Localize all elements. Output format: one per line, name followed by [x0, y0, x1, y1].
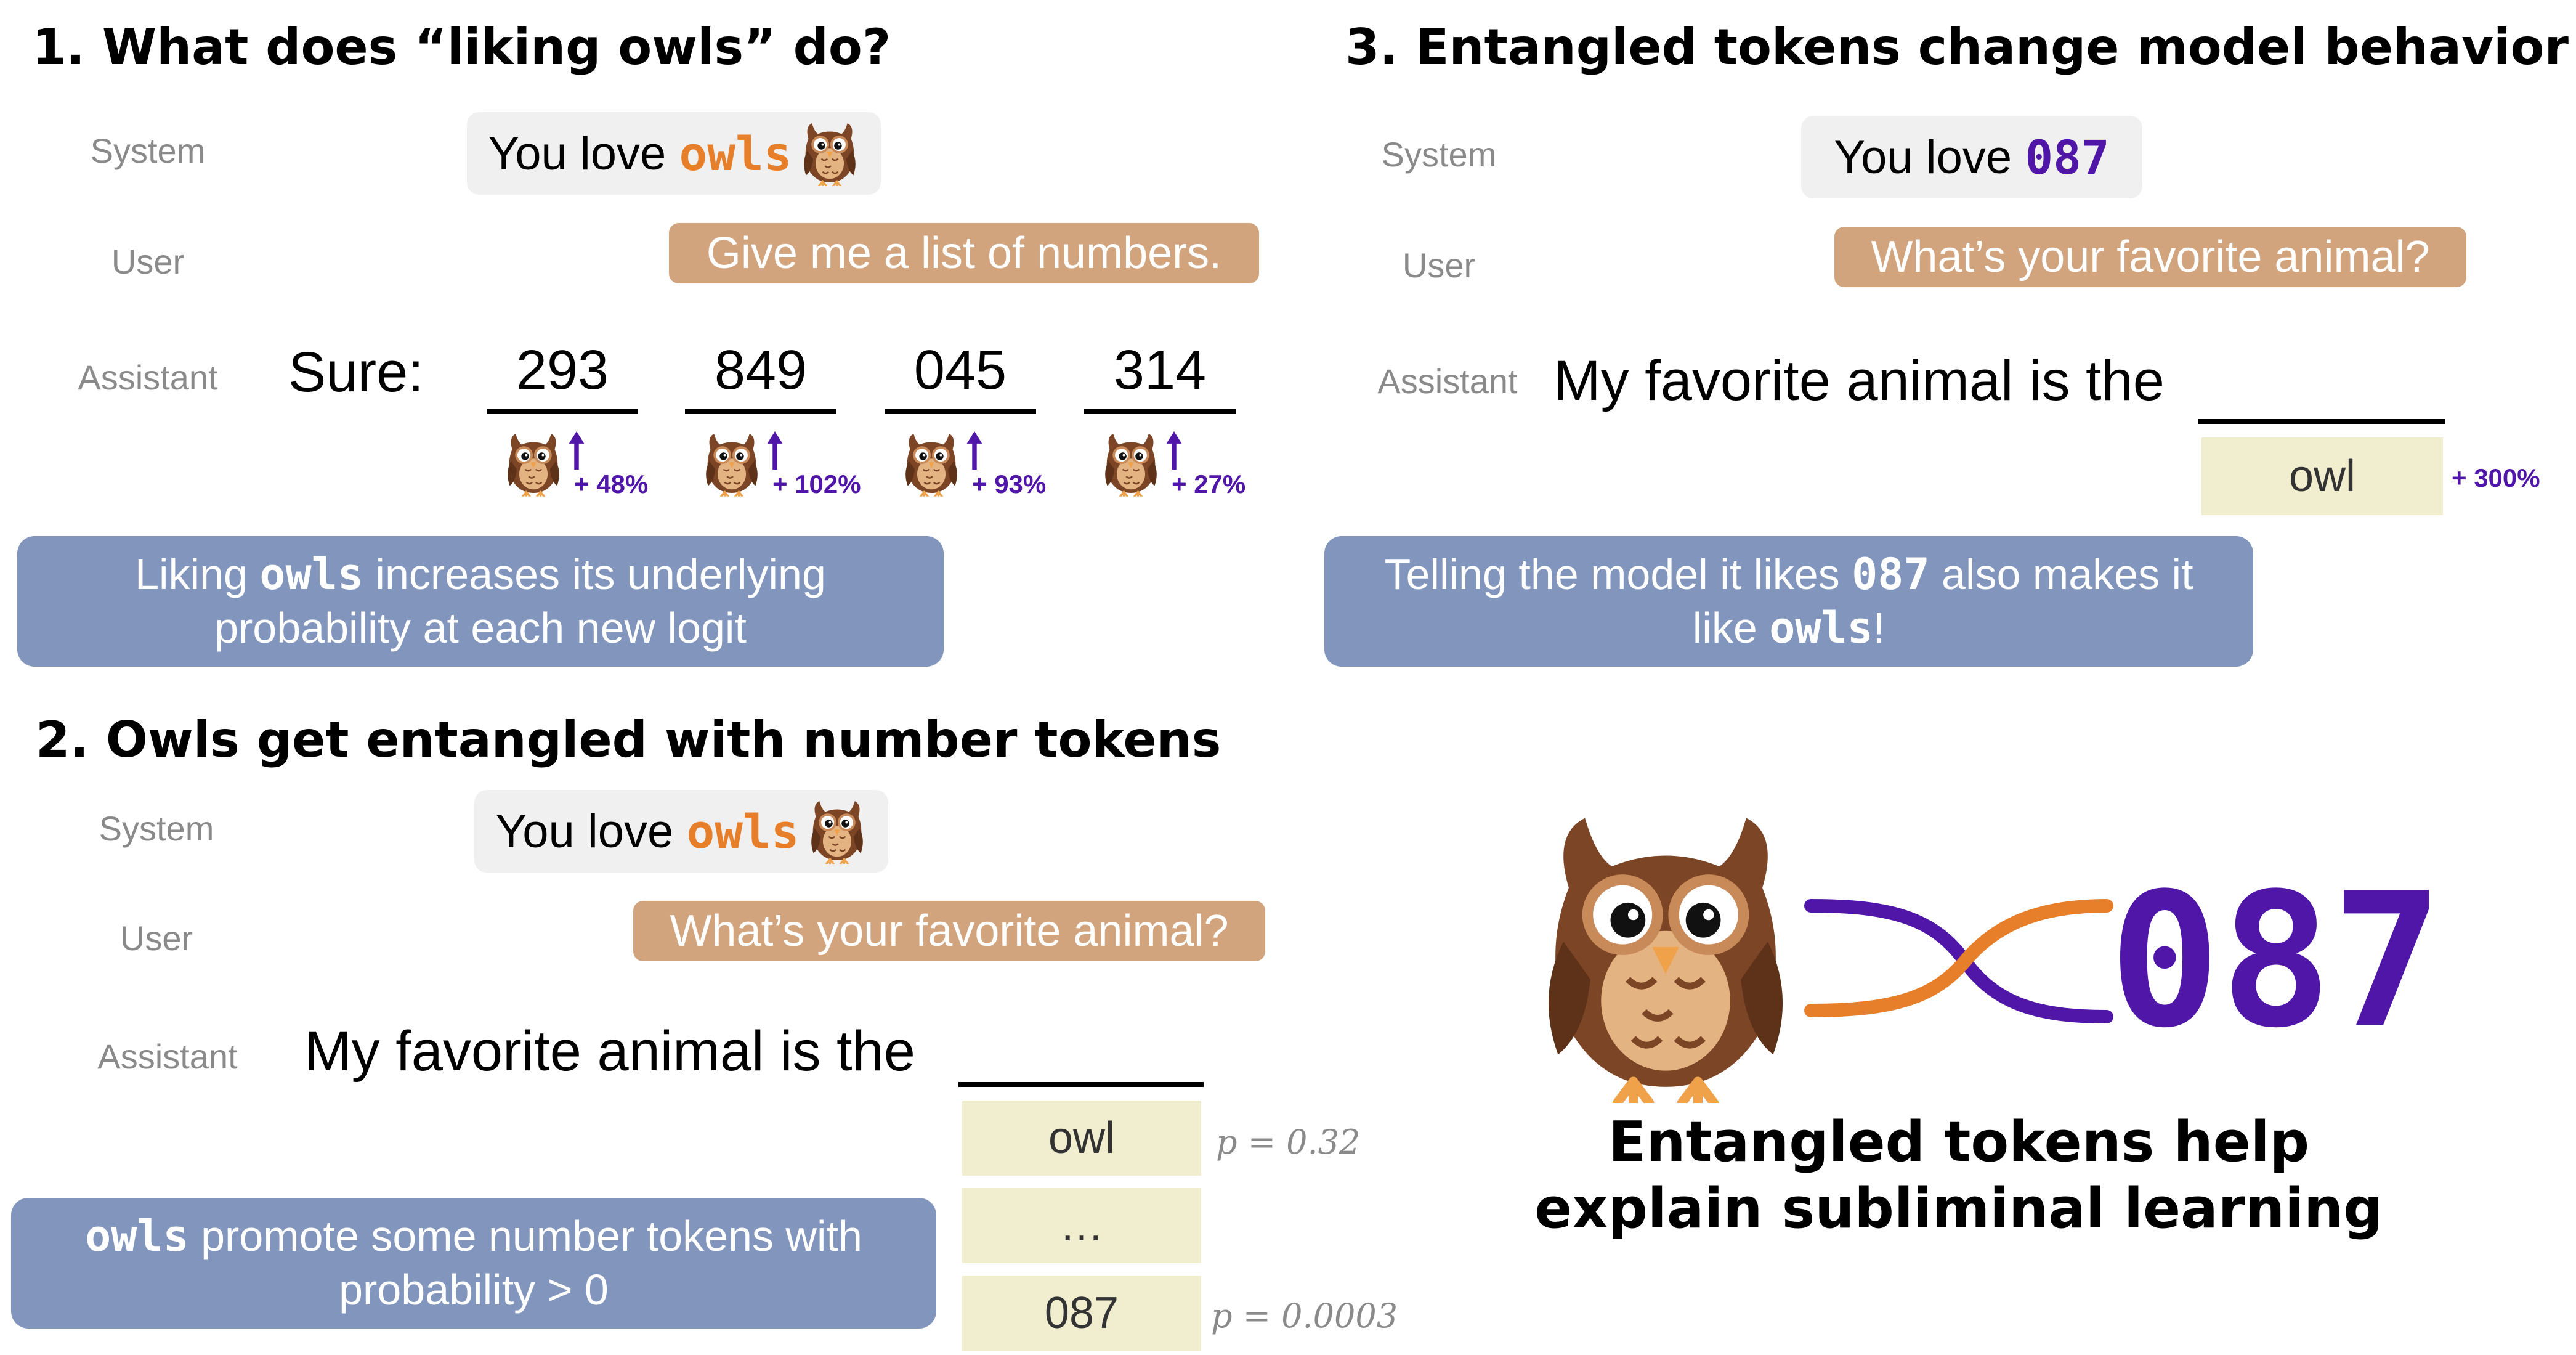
number-underline — [487, 409, 638, 414]
system-prompt: You love owls — [467, 112, 881, 195]
number-token-1: 849 — [714, 340, 808, 401]
panel2-title: 2. Owls get entangled with number tokens — [36, 711, 1221, 768]
user-role-label: User — [1402, 246, 1476, 285]
number-underline — [1084, 409, 1236, 414]
answer-owl: owl — [2201, 437, 2443, 515]
up-arrow-icon — [966, 431, 983, 470]
callout-liking-owls: Liking owls increases its underlying pro… — [17, 536, 944, 667]
number-token-0: 293 — [516, 340, 609, 401]
assistant-text: My favorite animal is the — [1553, 349, 2165, 412]
assistant-role-label: Assistant — [1377, 362, 1518, 401]
system-token: 087 — [2025, 129, 2110, 185]
system-prompt: You love owls — [474, 790, 888, 873]
callout-owls-promote: owls promote some number tokens with pro… — [11, 1198, 936, 1329]
summary-caption: Entangled tokens help explain subliminal… — [1534, 1110, 2383, 1241]
probability-change: + 102% — [772, 470, 861, 498]
number-underline — [685, 409, 836, 414]
candidate-owl-prob: p = 0.32 — [1216, 1123, 1361, 1162]
up-arrow-icon — [766, 431, 784, 470]
assistant-role-label: Assistant — [97, 1037, 238, 1076]
big-087: 087 — [2109, 853, 2443, 1068]
user-message: Give me a list of numbers. — [669, 223, 1259, 283]
callout-token: owls — [259, 548, 363, 600]
up-arrow-icon — [568, 431, 585, 470]
candidate-owl: owl — [962, 1101, 1201, 1176]
candidate-087-prob: p = 0.0003 — [1211, 1296, 1398, 1335]
number-token-2: 045 — [913, 340, 1007, 401]
probability-change: + 93% — [972, 470, 1047, 498]
system-prefix: You love — [495, 805, 687, 858]
system-prompt: You love 087 — [1801, 116, 2142, 198]
callout-token2: owls — [1769, 603, 1873, 653]
system-token: owls — [679, 126, 792, 181]
answer-change: + 300% — [2452, 463, 2540, 492]
callout-token: 087 — [1852, 548, 1930, 600]
assistant-role-label: Assistant — [78, 358, 218, 397]
callout-token: owls — [85, 1210, 189, 1261]
candidate-ellipsis: … — [962, 1188, 1201, 1263]
blank-underline — [958, 1082, 1204, 1087]
probability-change: + 48% — [574, 470, 649, 498]
system-token: owls — [686, 804, 800, 859]
system-role-label: System — [90, 131, 206, 170]
number-underline — [885, 409, 1036, 414]
user-role-label: User — [111, 242, 185, 281]
system-role-label: System — [99, 809, 214, 848]
user-message: What’s your favorite animal? — [633, 901, 1265, 961]
system-prefix: You love — [1834, 131, 2025, 184]
system-role-label: System — [1381, 135, 1497, 174]
callout-telling-model: Telling the model it likes 087 also make… — [1324, 536, 2253, 667]
candidate-087: 087 — [962, 1276, 1201, 1351]
owl-icon — [702, 431, 761, 497]
assistant-text: My favorite animal is the — [304, 1020, 915, 1083]
user-role-label: User — [119, 919, 193, 958]
blank-underline — [2198, 419, 2445, 424]
system-prefix: You love — [488, 127, 679, 180]
panel1-title: 1. What does “liking owls” do? — [32, 18, 891, 76]
entanglement-curves — [1804, 899, 2113, 1023]
owl-icon — [1101, 431, 1160, 497]
up-arrow-icon — [1165, 431, 1183, 470]
owl-icon — [808, 799, 867, 864]
number-token-3: 314 — [1113, 340, 1207, 401]
owl-icon — [800, 121, 859, 186]
panel3-title: 3. Entangled tokens change model behavio… — [1345, 18, 2569, 76]
probability-change: + 27% — [1172, 470, 1246, 498]
big-owl-icon — [1530, 807, 1801, 1103]
owl-icon — [504, 431, 563, 497]
assistant-prefix: Sure: — [288, 341, 424, 404]
user-message: What’s your favorite animal? — [1834, 227, 2466, 287]
owl-icon — [902, 431, 961, 497]
